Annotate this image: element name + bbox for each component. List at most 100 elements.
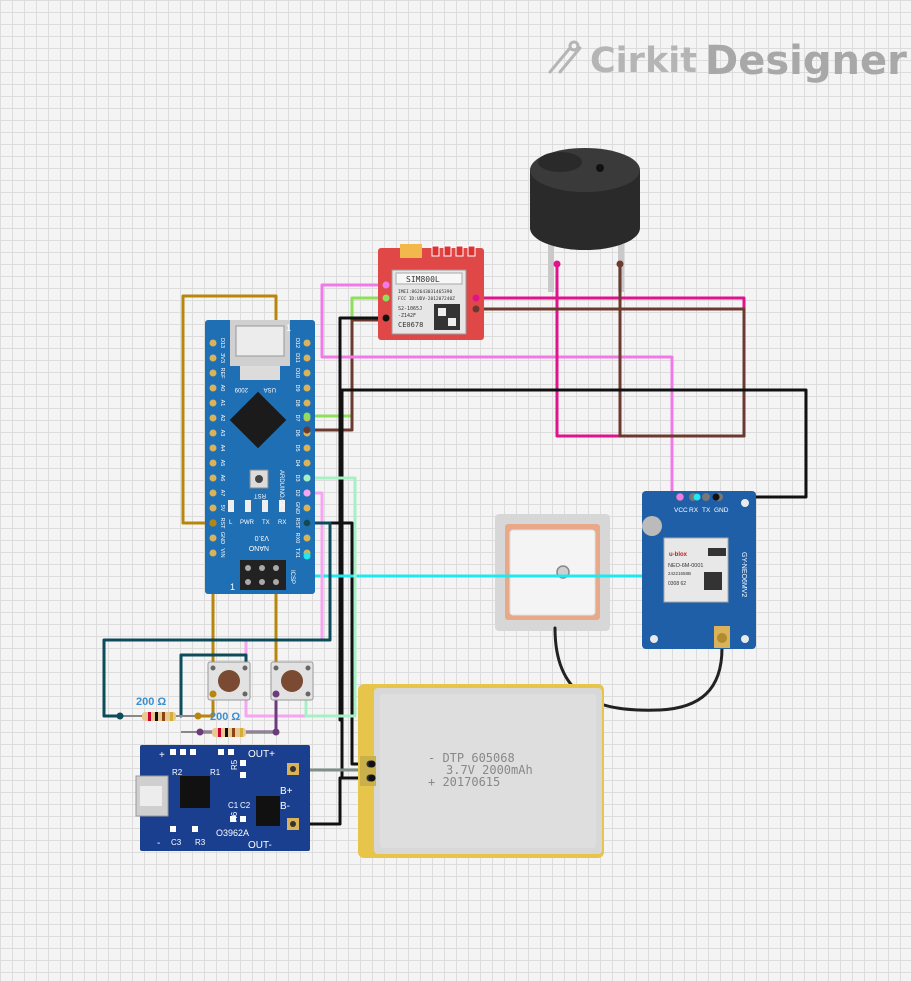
- arduino-pin-label-left-edge-0: D13: [219, 338, 225, 348]
- charger-label-out-minus: OUT-: [248, 840, 272, 851]
- arduino-pin-left-edge-7[interactable]: [209, 444, 217, 452]
- wire-magenta[interactable]: [474, 262, 746, 438]
- sim-ce-mark: CE0678: [398, 321, 423, 329]
- resistor-2-label: 200 Ω: [210, 711, 240, 723]
- watermark: Cirkit Designer: [548, 38, 907, 84]
- arduino-pin-label-right-edge-2: D10: [294, 368, 300, 378]
- arduino-pin-right-edge-7[interactable]: [303, 444, 311, 452]
- gps-antenna[interactable]: [495, 514, 610, 631]
- arduino-pin-left-edge-5[interactable]: [209, 414, 217, 422]
- arduino-pin-right-edge-8[interactable]: [303, 459, 311, 467]
- charger-label-out-plus: OUT+: [248, 749, 275, 760]
- battery-line2: 3.7V 2000mAh: [446, 763, 533, 777]
- arduino-pin-left-edge-6[interactable]: [209, 429, 217, 437]
- arduino-pin-left-edge-13[interactable]: [209, 534, 217, 542]
- arduino-pin-right-edge-3[interactable]: [303, 384, 311, 392]
- arduino-pin-label-left-edge-8: A5: [219, 460, 225, 467]
- arduino-pin-left-edge-14[interactable]: [209, 549, 217, 557]
- arduino-pin-label-left-edge-3: A0: [219, 385, 225, 392]
- gps-chip-code: 0308 62: [668, 581, 686, 587]
- arduino-pin-right-edge-2[interactable]: [303, 369, 311, 377]
- arduino-pin-right-edge-11[interactable]: [303, 504, 311, 512]
- sim-line3: S2-1065J: [398, 306, 422, 312]
- arduino-pin-label-right-edge-13: RX0: [294, 533, 300, 544]
- wire-black-battery[interactable]: [290, 776, 374, 826]
- arduino-pin-label-right-edge-6: D6: [294, 429, 300, 436]
- gps-pin-gnd: GND: [714, 507, 729, 514]
- charger-label-r2: R2: [172, 768, 183, 777]
- battery-line3: + 20170615: [428, 775, 500, 789]
- arduino-pin-left-edge-1[interactable]: [209, 354, 217, 362]
- arduino-pin-label-left-edge-9: A6: [219, 475, 225, 482]
- arduino-pin-label-right-edge-12: RST: [294, 518, 300, 530]
- arduino-pin-left-edge-2[interactable]: [209, 369, 217, 377]
- arduino-top-label: 1: [286, 323, 291, 333]
- arduino-pin-left-edge-11[interactable]: [209, 504, 217, 512]
- arduino-pin-label-left-edge-7: A4: [219, 445, 225, 452]
- battery-line1: - DTP 605068: [428, 751, 515, 765]
- arduino-icsp-label: ICSP: [289, 570, 295, 584]
- arduino-nano[interactable]: 1 USA 2009 RST ARDUINO.CC NANO V3.0 L PW…: [205, 320, 315, 594]
- arduino-pin-left-edge-8[interactable]: [209, 459, 217, 467]
- watermark-product: Designer: [705, 38, 907, 84]
- charger-label-b-minus: B-: [280, 801, 290, 812]
- arduino-pin-left-edge-10[interactable]: [209, 489, 217, 497]
- watermark-brand: Cirkit: [590, 41, 697, 81]
- arduino-pin-left-edge-3[interactable]: [209, 384, 217, 392]
- tp4056-charger[interactable]: + R2 R1 R5 OUT+ C1 C2 B+ B- R6 - C3 R3 O…: [135, 745, 310, 851]
- charger-label-c3: C3: [171, 838, 182, 847]
- charger-label-minus: -: [157, 838, 160, 849]
- arduino-pin-right-edge-4[interactable]: [303, 399, 311, 407]
- wire-mint[interactable]: [304, 476, 357, 718]
- arduino-pin-right-edge-0[interactable]: [303, 339, 311, 347]
- sim-line1: IMEI:862643031465390: [398, 289, 452, 295]
- charger-label-r3: R3: [195, 838, 206, 847]
- arduino-pin-label-right-edge-0: D12: [294, 338, 300, 348]
- charger-label-c2: C2: [240, 801, 251, 810]
- arduino-brand-label: ARDUINO.CC: [278, 470, 284, 509]
- wire-black-sim[interactable]: [338, 316, 388, 722]
- wires: [102, 262, 808, 826]
- arduino-led-label-l: L: [229, 520, 233, 526]
- wire-brown-buzzer[interactable]: [474, 262, 746, 438]
- wire-teal[interactable]: [102, 521, 332, 718]
- arduino-pin-label-right-edge-3: D9: [294, 384, 300, 391]
- push-button-2[interactable]: [270, 661, 314, 701]
- arduino-pin-label-left-edge-4: A1: [219, 400, 225, 407]
- arduino-model-label: NANO: [248, 544, 269, 551]
- resistor-1[interactable]: 200 Ω: [116, 696, 202, 721]
- wire-pink[interactable]: [320, 283, 674, 498]
- charger-label-r6: R6: [230, 811, 239, 822]
- charger-label-plus: +: [159, 750, 165, 761]
- arduino-pin-left-edge-0[interactable]: [209, 339, 217, 347]
- buzzer[interactable]: [530, 148, 640, 292]
- wire-brown-sim[interactable]: [305, 318, 388, 432]
- charger-label-r1: R1: [210, 768, 221, 777]
- gps-chip-serial: 24221658B: [668, 571, 691, 576]
- wire-gold-resistor[interactable]: [196, 692, 215, 718]
- resistor-2[interactable]: 200 Ω: [181, 711, 280, 737]
- arduino-pin-left-edge-9[interactable]: [209, 474, 217, 482]
- gps-pin-tx: TX: [702, 507, 711, 514]
- arduino-pin-label-left-edge-11: 5V: [219, 505, 225, 512]
- lipo-battery[interactable]: - DTP 605068 3.7V 2000mAh + 20170615: [358, 684, 604, 858]
- arduino-icsp-pin: 1: [230, 582, 235, 592]
- wire-black-gnd[interactable]: [340, 388, 808, 780]
- status-leds: [228, 500, 285, 512]
- arduino-pin-label-right-edge-8: D4: [294, 459, 300, 466]
- arduino-version-label: V3.0: [254, 534, 269, 541]
- arduino-pin-right-edge-1[interactable]: [303, 354, 311, 362]
- arduino-pin-right-edge-13[interactable]: [303, 534, 311, 542]
- sim-title: SIM800L: [406, 275, 440, 284]
- gps-pin-vcc: VCC: [674, 507, 688, 514]
- arduino-pin-label-left-edge-10: A7: [219, 490, 225, 497]
- sim800l-module[interactable]: SIM800L IMEI:862643031465390 FCC ID:UDV-…: [378, 244, 484, 340]
- gps-qr-code-icon: [704, 572, 722, 590]
- cirkit-logo-icon: [548, 40, 582, 74]
- gps-side-label: GY-NEO6MV2: [740, 552, 747, 597]
- wire-endpoints: [209, 260, 720, 782]
- gps-neo6m-module[interactable]: u-blox NEO-6M-0001 24221658B 0308 62 GY-…: [642, 491, 756, 649]
- arduino-pin-left-edge-4[interactable]: [209, 399, 217, 407]
- arduino-pin-label-right-edge-4: D8: [294, 399, 300, 406]
- resistor-1-label: 200 Ω: [136, 696, 166, 708]
